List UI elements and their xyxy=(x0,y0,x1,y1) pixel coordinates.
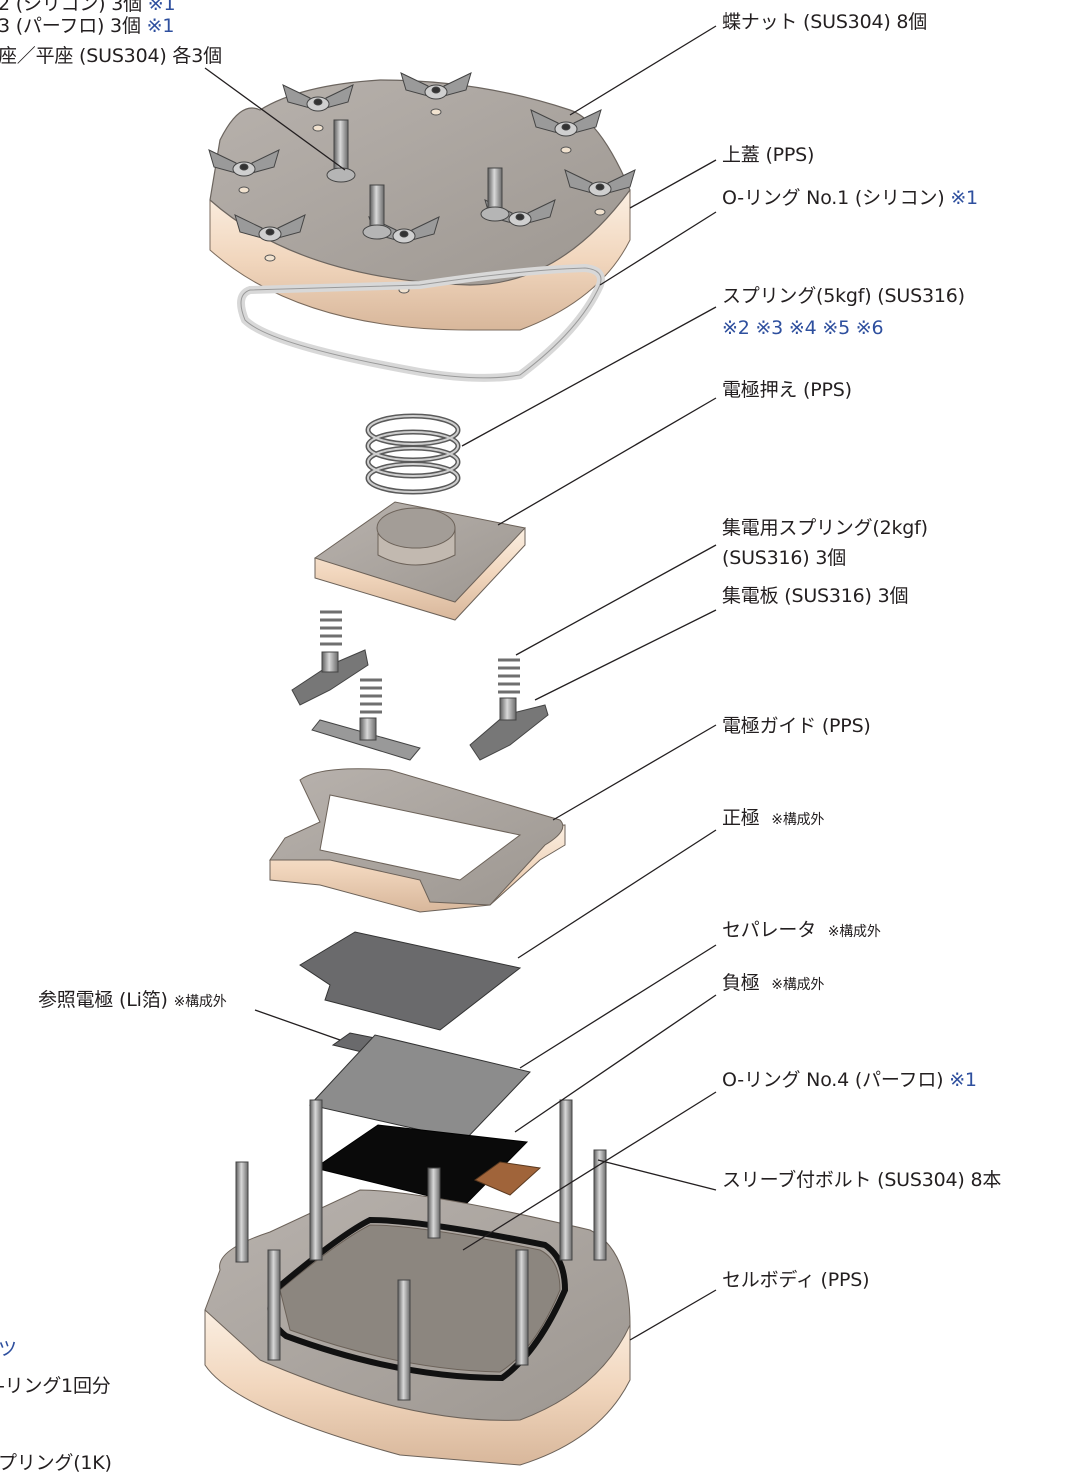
label-oring-no1: O-リング No.1 (シリコン) ※1 xyxy=(722,187,978,209)
anode-tab xyxy=(473,1161,542,1196)
electrode-press xyxy=(313,501,526,621)
lid-studs xyxy=(326,119,510,240)
collector-springs xyxy=(320,610,520,714)
label-spring-5kgf: スプリング(5kgf) (SUS316) xyxy=(722,285,965,307)
label-spring-5kgf-refs: ※2 ※3 ※4 ※5 ※6 xyxy=(722,317,884,339)
label-oring-no4: O-リング No.4 (パーフロ) ※1 xyxy=(722,1069,977,1091)
label-electrode-press: 電極押え (PPS) xyxy=(722,379,852,401)
anode-sheet xyxy=(313,1124,529,1206)
oring-no4 xyxy=(267,1216,569,1382)
spring-5kgf xyxy=(365,413,461,495)
separator-sheet xyxy=(309,1034,531,1141)
label-collector-spring-1: 集電用スプリング(2kgf) xyxy=(722,517,928,539)
label-sleeve-bolt: スリーブ付ボルト (SUS304) 8本 xyxy=(722,1169,1002,1191)
label-cell-body: セルボディ (PPS) xyxy=(722,1269,870,1291)
label-left-top-3: 座／平座 (SUS304) 各3個 xyxy=(0,45,222,67)
label-electrode-guide: 電極ガイド (PPS) xyxy=(722,715,871,737)
label-left-bottom-1: ツ xyxy=(0,1338,17,1360)
label-left-bottom-3: プリング(1K) xyxy=(0,1452,112,1474)
leader-lines xyxy=(204,25,717,1341)
label-separator: セパレータ ※構成外 xyxy=(722,919,881,941)
label-collector-plate: 集電板 (SUS316) 3個 xyxy=(722,585,909,607)
cathode-sheet xyxy=(299,931,522,1031)
label-wing-nut: 蝶ナット (SUS304) 8個 xyxy=(722,11,928,33)
label-collector-spring-2: (SUS316) 3個 xyxy=(722,547,847,569)
label-left-bottom-2: -リング1回分 xyxy=(0,1375,111,1397)
collector-plates xyxy=(291,649,549,761)
label-cathode: 正極 ※構成外 xyxy=(722,807,825,829)
label-top-lid: 上蓋 (PPS) xyxy=(722,144,815,166)
label-left-top-1: 2 (シリコン) 3個 ※1 xyxy=(0,0,176,15)
sleeve-bolts xyxy=(235,1099,607,1401)
label-left-top-2: 3 (パーフロ) 3個 ※1 xyxy=(0,15,175,37)
label-reference-electrode: 参照電極 (Li箔) ※構成外 xyxy=(38,989,227,1011)
electrode-guide xyxy=(269,768,566,913)
label-anode: 負極 ※構成外 xyxy=(722,972,825,994)
